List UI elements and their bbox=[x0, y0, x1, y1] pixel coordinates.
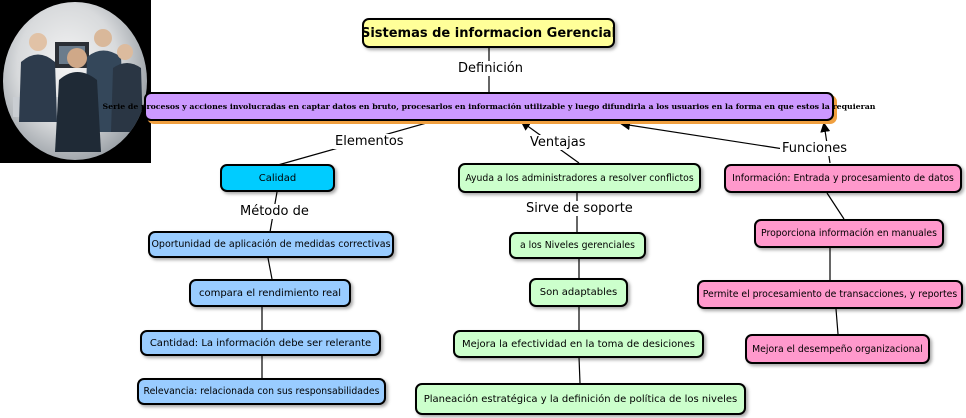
elementos-item-3[interactable]: Cantidad: La información debe ser relera… bbox=[140, 330, 381, 356]
title-text: Sistemas de informacion Gerencial bbox=[360, 25, 617, 41]
calidad-node[interactable]: Calidad bbox=[220, 164, 335, 192]
title-node[interactable]: Sistemas de informacion Gerencial bbox=[360, 18, 617, 48]
elementos-item-4[interactable]: Relevancia: relacionada con sus responsa… bbox=[137, 378, 386, 405]
calidad-text: Calidad bbox=[258, 172, 297, 184]
ventajas-item-text: Son adaptables bbox=[539, 287, 618, 298]
definicion-text: Serie de procesos y acciones involucrada… bbox=[102, 102, 876, 111]
ventajas-item-text: a los Niveles gerenciales bbox=[520, 240, 635, 251]
elementos-item-text: Relevancia: relacionada con sus responsa… bbox=[143, 386, 380, 397]
metodo-link-label: Método de bbox=[238, 204, 311, 219]
funciones-item-text: Información: Entrada y procesamiento de … bbox=[732, 173, 954, 184]
funciones-item-2[interactable]: Proporciona información en manuales bbox=[754, 219, 944, 248]
funciones-item-1[interactable]: Información: Entrada y procesamiento de … bbox=[724, 164, 962, 193]
elementos-item-text: compara el rendimiento real bbox=[198, 287, 342, 299]
ventajas-item-3[interactable]: Mejora la efectividad en la toma de desi… bbox=[453, 330, 704, 358]
ventajas-item-2[interactable]: Son adaptables bbox=[529, 278, 628, 307]
business-meeting-photo bbox=[0, 0, 151, 163]
elementos-item-2[interactable]: compara el rendimiento real bbox=[189, 279, 351, 307]
funciones-item-text: Mejora el desempeño organizacional bbox=[752, 343, 923, 355]
funciones-item-text: Proporciona información en manuales bbox=[761, 228, 937, 239]
ventajas-item-text: Planeación estratégica y la definición d… bbox=[423, 393, 738, 405]
definicion-node[interactable]: Serie de procesos y acciones involucrada… bbox=[103, 92, 875, 121]
ventajas-top-text: Ayuda a los administradores a resolver c… bbox=[465, 172, 694, 184]
elementos-link-label: Elementos bbox=[333, 134, 406, 149]
funciones-item-3[interactable]: Permite el procesamiento de transaccione… bbox=[697, 280, 963, 309]
people-meeting-icon bbox=[13, 29, 143, 152]
photo-frame bbox=[3, 2, 147, 160]
soporte-link-label: Sirve de soporte bbox=[524, 201, 635, 216]
elementos-item-text: Cantidad: La información debe ser relera… bbox=[149, 337, 372, 349]
funciones-item-4[interactable]: Mejora el desempeño organizacional bbox=[745, 334, 930, 364]
definicion-link-label: Definición bbox=[456, 61, 525, 76]
funciones-link-label: Funciones bbox=[780, 141, 849, 156]
ventajas-item-text: Mejora la efectividad en la toma de desi… bbox=[461, 338, 695, 350]
elementos-item-1[interactable]: Oportunidad de aplicación de medidas cor… bbox=[148, 231, 394, 258]
elementos-item-text: Oportunidad de aplicación de medidas cor… bbox=[151, 239, 391, 250]
funciones-item-text: Permite el procesamiento de transaccione… bbox=[702, 289, 958, 300]
ventajas-link-label: Ventajas bbox=[528, 135, 588, 150]
ventajas-item-1[interactable]: a los Niveles gerenciales bbox=[509, 232, 646, 259]
ventajas-item-4[interactable]: Planeación estratégica y la definición d… bbox=[415, 383, 746, 415]
ventajas-top-node[interactable]: Ayuda a los administradores a resolver c… bbox=[458, 163, 701, 193]
